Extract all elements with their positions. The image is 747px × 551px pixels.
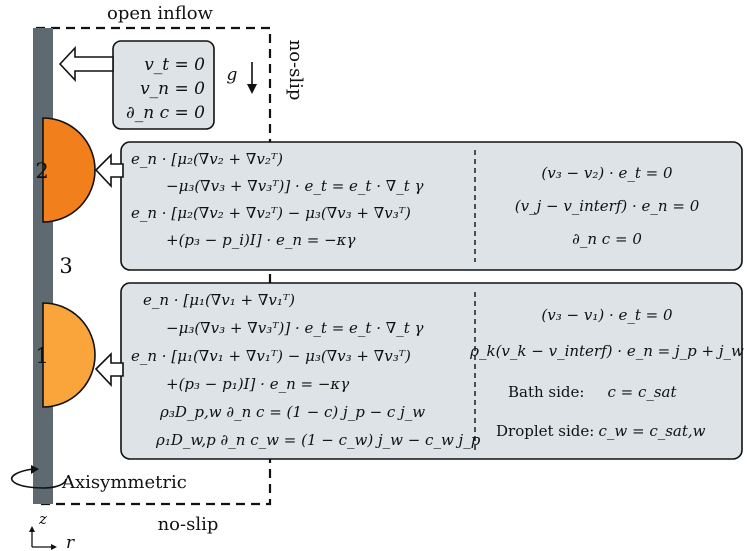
box2-left-eq-3: e_n · [μ₂(∇v₂ + ∇v₂ᵀ) − μ₃(∇v₃ + ∇v₃ᵀ) xyxy=(131,204,411,222)
box2-right-eq-3: ∂_n c = 0 xyxy=(572,230,642,248)
inflow-arrow xyxy=(58,45,114,83)
z-axis-label: z xyxy=(38,510,47,528)
box1-right-eq-2: ρ_k(v_k − v_interf) · e_n = j_p + j_w xyxy=(469,342,744,360)
gravity-arrowhead xyxy=(247,84,257,94)
box1-left-eq-6: ρ₁D_w,p ∂_n c_w = (1 − c_w) j_w − c_w j_… xyxy=(155,431,481,449)
box2-left-eq-4: +(p₃ − p_i)I] · e_n = −κγ xyxy=(166,231,356,249)
droplet-1 xyxy=(42,302,96,408)
z-axis-arrowhead xyxy=(29,526,35,532)
box2-left-eq-2: −μ₃(∇v₃ + ∇v₃ᵀ)] · e_t = e_t · ∇_t γ xyxy=(166,177,424,195)
interface-2-box xyxy=(120,141,743,271)
axis-wall xyxy=(33,28,53,504)
droplet-side-label: Droplet side: xyxy=(496,422,594,440)
box1-left-eq-4: +(p₃ − p₁)I] · e_n = −κγ xyxy=(166,375,349,393)
interface-2-arrow xyxy=(94,153,124,189)
box2-right-eq-1: (v₃ − v₂) · e_t = 0 xyxy=(541,164,673,182)
box1-left-eq-5: ρ₃D_p,w ∂_n c = (1 − c) j_p − c j_w xyxy=(159,403,425,421)
bath-side-eq: c = c_sat xyxy=(607,383,677,401)
droplet-2 xyxy=(42,117,96,223)
inflow-eq-2: v_n = 0 xyxy=(140,79,205,99)
interface-1-arrow xyxy=(94,352,124,388)
title-bg xyxy=(90,0,230,22)
box1-left-eq-1: e_n · [μ₁(∇v₁ + ∇v₁ᵀ) xyxy=(143,291,295,309)
axisymmetric-label: Axisymmetric xyxy=(61,472,187,493)
inflow-eq-1: v_t = 0 xyxy=(144,55,205,75)
rotation-arrowhead xyxy=(31,465,39,474)
domain-label-1: 1 xyxy=(35,344,48,368)
box1-left-eq-3: e_n · [μ₁(∇v₁ + ∇v₁ᵀ) − μ₃(∇v₃ + ∇v₃ᵀ) xyxy=(131,347,411,365)
domain-label-3: 3 xyxy=(59,254,72,278)
inflow-eq-3: ∂_n c = 0 xyxy=(126,103,205,123)
droplet-side-eq: c_w = c_sat,w xyxy=(598,422,705,440)
top-boundary-label: open inflow xyxy=(107,3,214,24)
r-axis-label: r xyxy=(66,533,75,551)
box2-left-eq-1: e_n · [μ₂(∇v₂ + ∇v₂ᵀ) xyxy=(131,150,283,168)
inflow-conditions-box xyxy=(112,40,215,130)
right-boundary-label: no-slip xyxy=(285,40,306,101)
domain-label-2: 2 xyxy=(35,159,48,183)
bath-side-label: Bath side: xyxy=(508,383,584,401)
box1-left-eq-2: −μ₃(∇v₃ + ∇v₃ᵀ)] · e_t = e_t · ∇_t γ xyxy=(166,319,424,337)
box1-right-eq-1: (v₃ − v₁) · e_t = 0 xyxy=(541,306,673,324)
box2-right-eq-2: (v_j − v_interf) · e_n = 0 xyxy=(515,197,700,215)
rotation-arrow xyxy=(10,468,67,489)
bottom-boundary-label: no-slip xyxy=(158,514,219,535)
r-axis-arrowhead xyxy=(51,544,57,550)
gravity-label: g xyxy=(227,65,238,85)
